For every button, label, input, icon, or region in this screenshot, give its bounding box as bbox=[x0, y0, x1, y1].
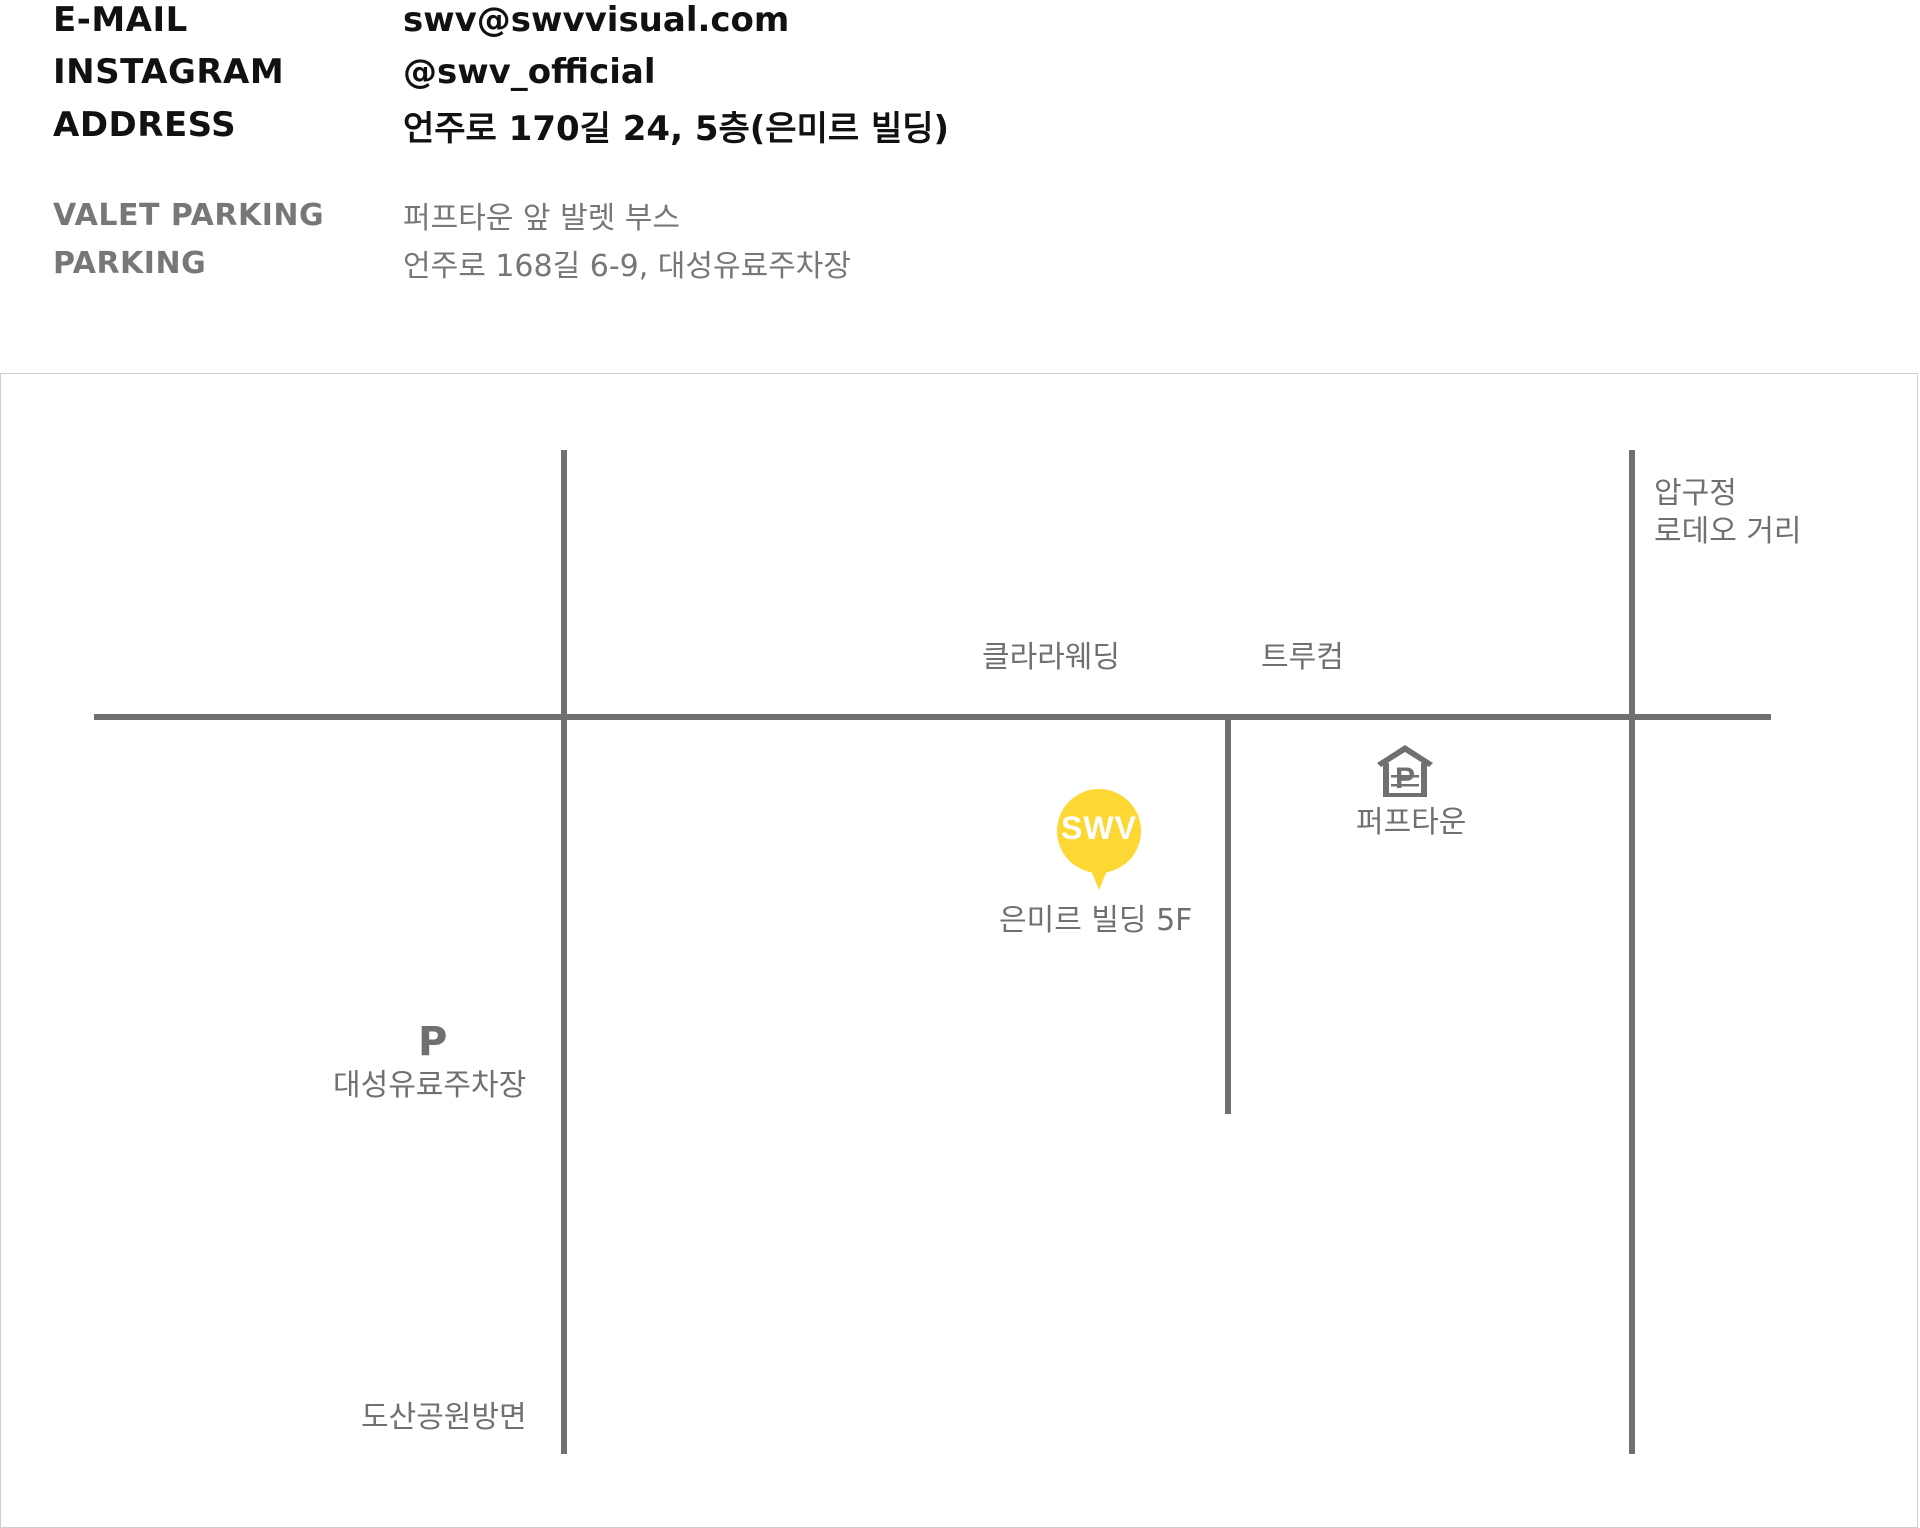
instagram-value[interactable]: @swv_official bbox=[403, 52, 656, 92]
parking-label: PARKING bbox=[53, 245, 207, 281]
left-vertical-road bbox=[561, 450, 567, 1454]
instagram-label: INSTAGRAM bbox=[53, 52, 285, 92]
valet-parking-label: VALET PARKING bbox=[53, 197, 325, 233]
building-label: 은미르 빌딩 5F bbox=[999, 903, 1193, 938]
main-horizontal-road bbox=[94, 714, 1771, 720]
trucom-label: 트루컴 bbox=[1261, 640, 1344, 675]
daesung-parking-label: 대성유료주차장 bbox=[333, 1068, 527, 1103]
valet-parking-row: VALET PARKING 퍼프타운 앞 발렛 부스 bbox=[53, 196, 681, 237]
map-pin-icon[interactable] bbox=[1056, 788, 1142, 896]
dosan-park-label: 도산공원방면 bbox=[361, 1400, 527, 1435]
parking-garage-icon: P bbox=[1373, 741, 1437, 799]
instagram-row: INSTAGRAM @swv_official bbox=[53, 52, 656, 92]
valet-parking-value: 퍼프타운 앞 발렛 부스 bbox=[403, 201, 681, 236]
marker-text: SWV bbox=[1061, 810, 1137, 846]
email-label: E-MAIL bbox=[53, 0, 188, 40]
right-vertical-road bbox=[1629, 450, 1635, 1454]
address-value: 언주로 170길 24, 5층(은미르 빌딩) bbox=[403, 108, 950, 149]
address-label: ADDRESS bbox=[53, 105, 237, 145]
middle-vertical-road bbox=[1225, 717, 1231, 1114]
clara-wedding-label: 클라라웨딩 bbox=[982, 640, 1120, 675]
parking-row: PARKING 언주로 168길 6-9, 대성유료주차장 bbox=[53, 244, 852, 285]
email-row: E-MAIL swv@swvvisual.com bbox=[53, 0, 789, 40]
svg-text:P: P bbox=[1395, 762, 1415, 795]
apgujeong-label: 압구정 로데오 거리 bbox=[1654, 475, 1802, 551]
parking-value: 언주로 168길 6-9, 대성유료주차장 bbox=[403, 249, 852, 284]
apgujeong-line2: 로데오 거리 bbox=[1654, 514, 1802, 549]
address-row: ADDRESS 언주로 170길 24, 5층(은미르 빌딩) bbox=[53, 104, 949, 149]
email-value[interactable]: swv@swvvisual.com bbox=[403, 0, 790, 40]
location-map: 압구정 로데오 거리 클라라웨딩 트루컴 P 퍼프타운 SWV 은미르 빌딩 5… bbox=[0, 373, 1918, 1528]
puff-town-label: 퍼프타운 bbox=[1356, 805, 1467, 840]
parking-symbol: P bbox=[418, 1019, 448, 1065]
apgujeong-line1: 압구정 bbox=[1654, 476, 1737, 511]
